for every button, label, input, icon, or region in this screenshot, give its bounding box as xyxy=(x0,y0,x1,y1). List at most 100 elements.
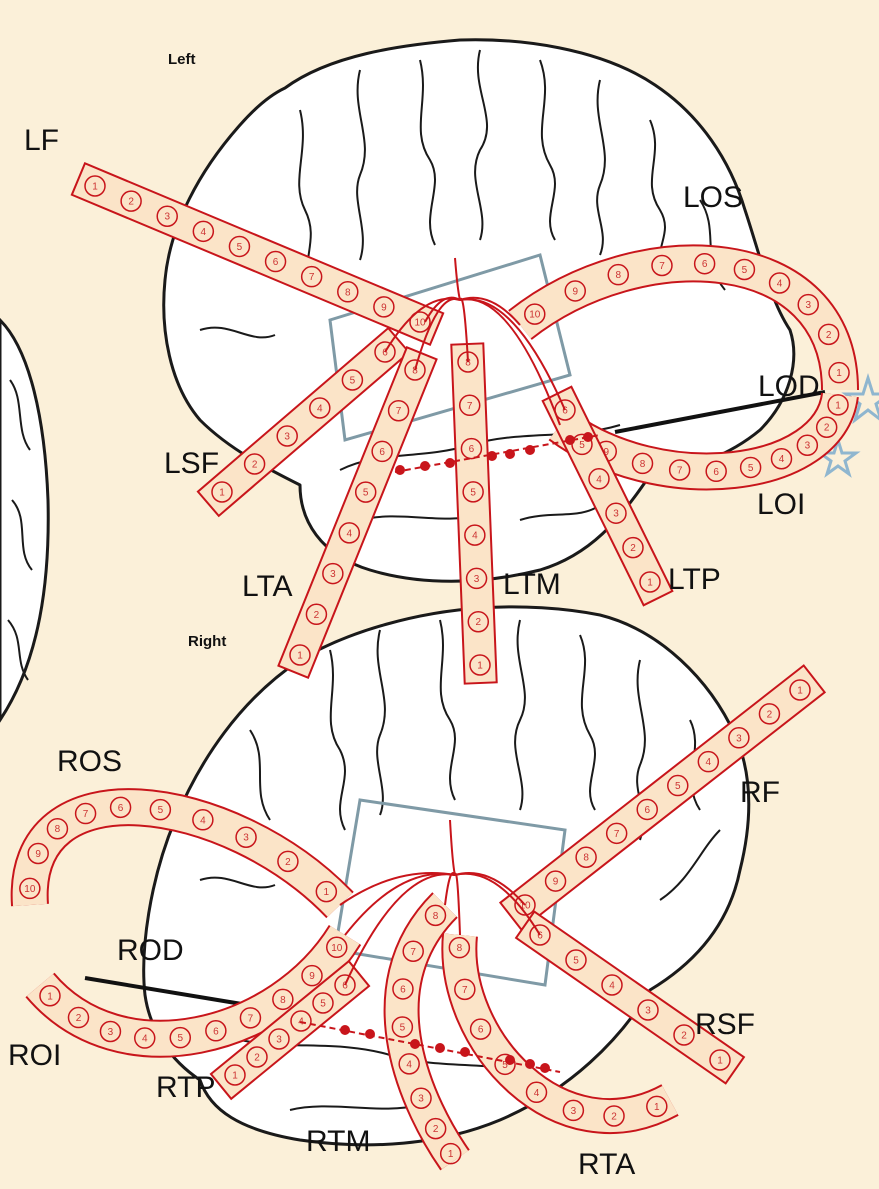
strip-label-lta: LTA xyxy=(242,572,293,602)
svg-text:5: 5 xyxy=(675,781,681,792)
svg-text:1: 1 xyxy=(448,1149,454,1160)
svg-text:10: 10 xyxy=(24,884,36,895)
svg-text:5: 5 xyxy=(573,956,579,967)
svg-text:3: 3 xyxy=(330,569,336,580)
svg-text:1: 1 xyxy=(232,1071,238,1082)
svg-text:3: 3 xyxy=(284,432,290,443)
svg-text:3: 3 xyxy=(805,300,811,311)
svg-text:1: 1 xyxy=(219,488,225,499)
svg-text:8: 8 xyxy=(615,270,621,281)
svg-text:8: 8 xyxy=(433,911,439,922)
svg-text:2: 2 xyxy=(254,1053,260,1064)
svg-text:5: 5 xyxy=(470,487,476,498)
svg-text:10: 10 xyxy=(331,943,343,954)
svg-text:5: 5 xyxy=(320,999,326,1010)
svg-text:7: 7 xyxy=(248,1013,254,1024)
svg-text:2: 2 xyxy=(767,709,773,720)
svg-text:4: 4 xyxy=(777,279,783,290)
svg-text:9: 9 xyxy=(35,849,41,860)
svg-text:3: 3 xyxy=(108,1027,114,1038)
svg-text:5: 5 xyxy=(579,440,585,451)
strip-label-rod: ROD xyxy=(117,936,184,966)
svg-text:9: 9 xyxy=(572,286,578,297)
depth-contact xyxy=(365,1029,375,1039)
svg-text:8: 8 xyxy=(55,824,61,835)
svg-text:8: 8 xyxy=(583,853,589,864)
depth-contact xyxy=(395,465,405,475)
svg-text:9: 9 xyxy=(553,877,559,888)
svg-text:4: 4 xyxy=(317,404,323,415)
strip-label-ltp: LTP xyxy=(668,565,721,595)
svg-text:2: 2 xyxy=(611,1111,617,1122)
svg-text:5: 5 xyxy=(363,488,369,499)
strip-label-rtp: RTP xyxy=(156,1073,215,1103)
svg-text:1: 1 xyxy=(47,991,53,1002)
svg-text:7: 7 xyxy=(410,947,416,958)
strip-label-los: LOS xyxy=(683,183,743,213)
svg-text:6: 6 xyxy=(273,257,279,268)
svg-text:5: 5 xyxy=(742,265,748,276)
partial-brain-edge xyxy=(0,320,48,720)
svg-text:2: 2 xyxy=(824,423,830,434)
svg-text:7: 7 xyxy=(396,406,402,417)
svg-text:5: 5 xyxy=(350,376,356,387)
svg-text:6: 6 xyxy=(213,1026,219,1037)
svg-text:1: 1 xyxy=(797,686,803,697)
svg-text:6: 6 xyxy=(478,1025,484,1036)
svg-text:2: 2 xyxy=(76,1013,82,1024)
svg-text:1: 1 xyxy=(836,368,842,379)
svg-text:2: 2 xyxy=(681,1031,687,1042)
svg-text:4: 4 xyxy=(534,1088,540,1099)
svg-text:10: 10 xyxy=(414,318,426,329)
svg-text:2: 2 xyxy=(433,1124,439,1135)
svg-text:3: 3 xyxy=(613,509,619,520)
svg-text:3: 3 xyxy=(805,441,811,452)
svg-text:4: 4 xyxy=(596,474,602,485)
svg-text:9: 9 xyxy=(381,302,387,313)
svg-text:8: 8 xyxy=(280,995,286,1006)
svg-text:2: 2 xyxy=(314,610,320,621)
svg-text:1: 1 xyxy=(297,651,303,662)
svg-text:4: 4 xyxy=(779,454,785,465)
svg-text:2: 2 xyxy=(285,857,291,868)
svg-text:1: 1 xyxy=(647,578,653,589)
svg-text:3: 3 xyxy=(645,1006,651,1017)
right-hemisphere-label: Right xyxy=(188,634,226,649)
svg-text:4: 4 xyxy=(609,981,615,992)
svg-text:4: 4 xyxy=(406,1059,412,1070)
svg-text:1: 1 xyxy=(324,887,330,898)
svg-text:3: 3 xyxy=(571,1106,577,1117)
depth-contact xyxy=(505,1055,515,1065)
strip-label-lsf: LSF xyxy=(164,449,219,479)
strip-label-rta: RTA xyxy=(578,1150,635,1180)
svg-text:7: 7 xyxy=(462,985,468,996)
svg-text:1: 1 xyxy=(835,400,841,411)
svg-text:3: 3 xyxy=(276,1035,282,1046)
svg-text:8: 8 xyxy=(457,943,463,954)
svg-text:5: 5 xyxy=(400,1022,406,1033)
svg-text:5: 5 xyxy=(748,463,754,474)
svg-text:6: 6 xyxy=(469,444,475,455)
svg-text:3: 3 xyxy=(736,733,742,744)
svg-text:2: 2 xyxy=(252,460,258,471)
svg-text:6: 6 xyxy=(118,803,124,814)
svg-text:3: 3 xyxy=(243,833,249,844)
svg-text:7: 7 xyxy=(83,809,89,820)
svg-text:4: 4 xyxy=(706,757,712,768)
svg-text:3: 3 xyxy=(164,212,170,223)
svg-text:8: 8 xyxy=(345,287,351,298)
depth-contact xyxy=(460,1047,470,1057)
svg-text:7: 7 xyxy=(614,829,620,840)
svg-text:4: 4 xyxy=(201,227,207,238)
svg-text:7: 7 xyxy=(659,261,665,272)
svg-text:1: 1 xyxy=(92,182,98,193)
svg-text:6: 6 xyxy=(644,805,650,816)
svg-text:9: 9 xyxy=(309,971,315,982)
svg-text:7: 7 xyxy=(309,272,315,283)
strip-label-rf: RF xyxy=(740,778,780,808)
svg-text:2: 2 xyxy=(630,543,636,554)
svg-text:1: 1 xyxy=(654,1102,660,1113)
svg-text:1: 1 xyxy=(717,1056,723,1067)
depth-contact xyxy=(525,1059,535,1069)
